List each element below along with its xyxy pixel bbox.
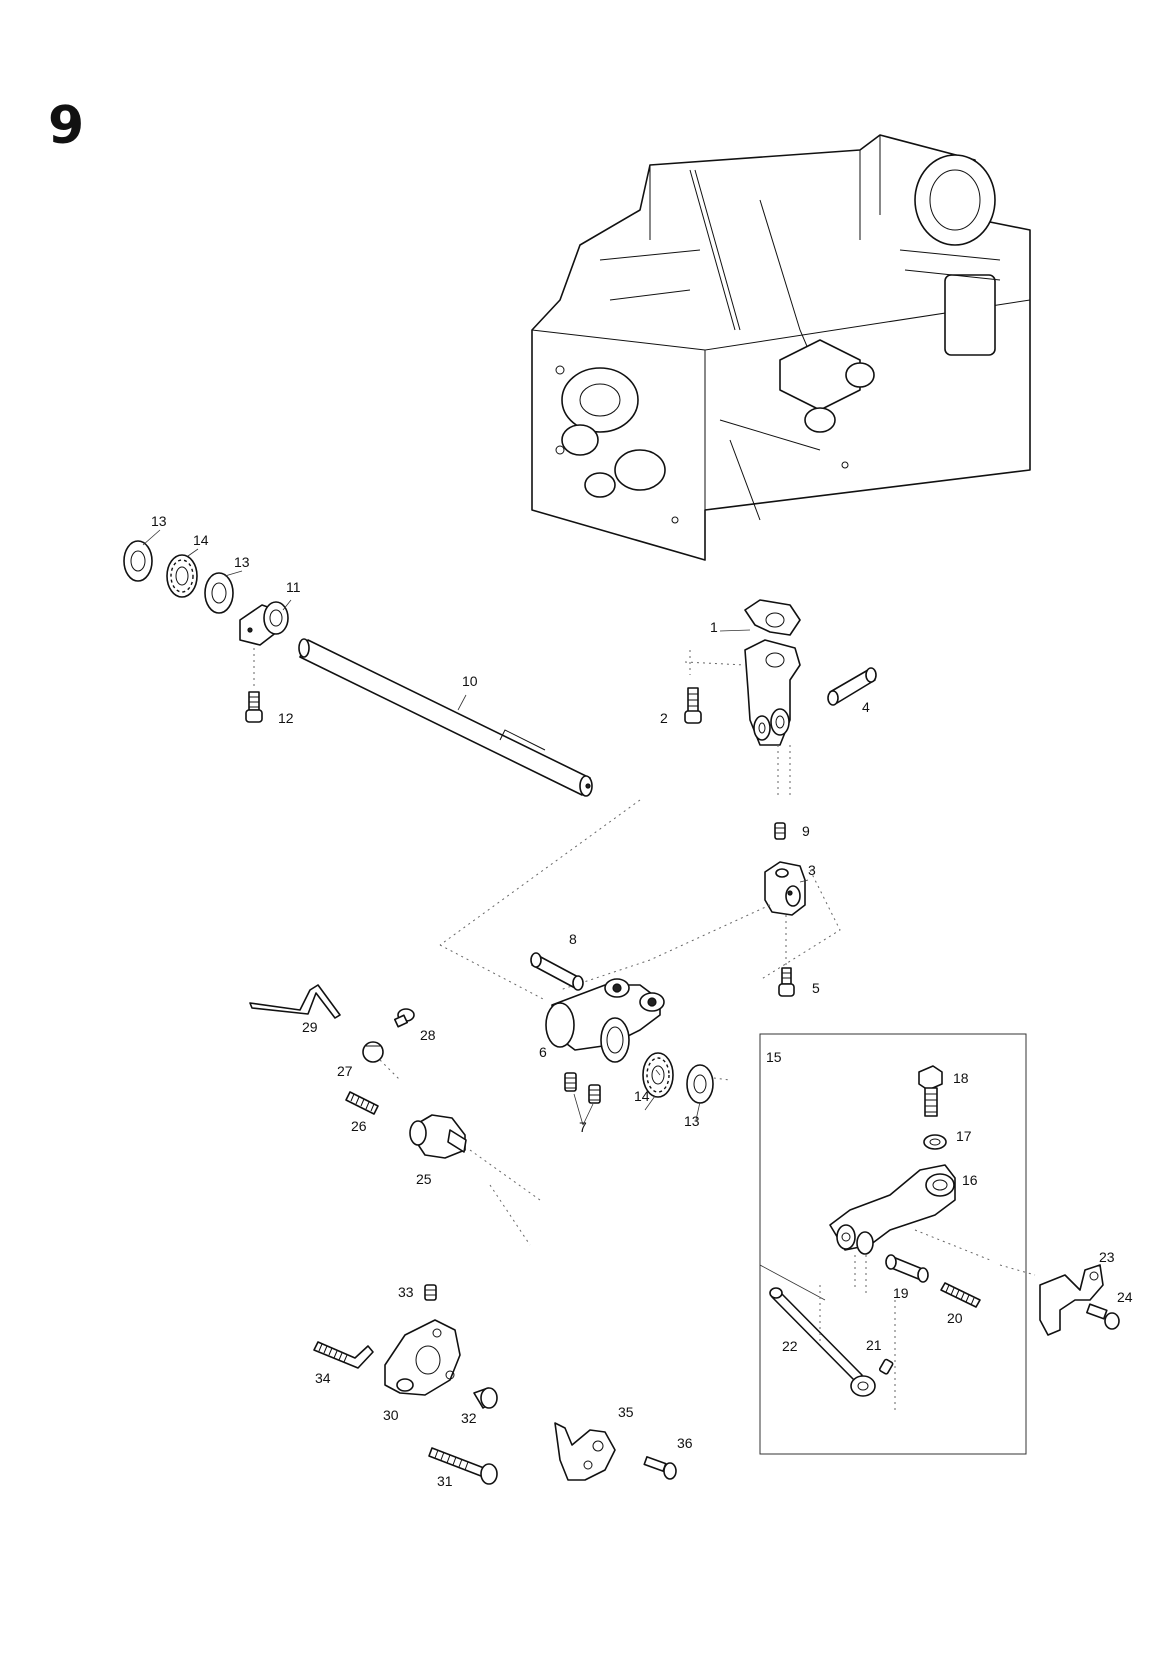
set-screw-9 [774, 822, 786, 840]
pin-8 [530, 952, 584, 991]
label-21: 21 [866, 1337, 882, 1353]
page-number: 9 [48, 96, 85, 156]
label-13c: 13 [684, 1113, 700, 1129]
screw-5 [778, 967, 795, 997]
label-19: 19 [893, 1285, 909, 1301]
screw-12 [245, 691, 263, 723]
label-3: 3 [808, 862, 816, 878]
label-30: 30 [383, 1407, 399, 1423]
washer-13a [123, 540, 153, 582]
label-17: 17 [956, 1128, 972, 1144]
subassembly-box-15 [759, 1033, 1027, 1455]
spring-34 [313, 1341, 374, 1369]
collar-11 [239, 601, 289, 646]
washer-13c [686, 1064, 714, 1104]
label-14a: 14 [193, 532, 209, 548]
shaft-10 [298, 638, 593, 797]
label-29: 29 [302, 1019, 318, 1035]
label-9: 9 [802, 823, 810, 839]
link-rod-22 [769, 1287, 876, 1397]
set-screws-7 [564, 1072, 601, 1104]
label-12: 12 [278, 710, 294, 726]
label-11: 11 [286, 579, 301, 595]
bracket-35 [554, 1422, 616, 1481]
clamp-arm-1 [744, 599, 801, 746]
part-labels: 1 2 3 4 5 6 7 8 9 10 11 12 13 13 13 14 1… [151, 513, 1133, 1489]
machine-overview-illustration [531, 134, 1031, 561]
label-36: 36 [677, 1435, 693, 1451]
label-4: 4 [862, 699, 870, 715]
rocker-arm-6 [545, 978, 665, 1063]
label-15: 15 [766, 1049, 782, 1065]
screw-2 [684, 687, 702, 724]
screw-36 [643, 1456, 677, 1480]
label-8: 8 [569, 931, 577, 947]
wire-lever-29 [249, 984, 341, 1019]
label-5: 5 [812, 980, 820, 996]
label-34: 34 [315, 1370, 331, 1386]
spring-20 [940, 1282, 981, 1308]
label-1: 1 [710, 619, 718, 635]
label-2: 2 [660, 710, 668, 726]
label-22: 22 [782, 1338, 798, 1354]
label-18: 18 [953, 1070, 969, 1086]
label-35: 35 [618, 1404, 634, 1420]
screw-24 [1086, 1303, 1120, 1330]
screw-31 [428, 1447, 498, 1485]
pin-4 [827, 667, 877, 706]
bracket-23 [1039, 1264, 1104, 1336]
pivot-block-25 [409, 1114, 467, 1159]
set-screw-33 [424, 1284, 437, 1301]
bolt-18 [918, 1065, 943, 1117]
pin-32 [473, 1387, 498, 1409]
screw-28 [393, 1008, 415, 1028]
label-32: 32 [461, 1410, 477, 1426]
thrust-bearing-14b [642, 1052, 674, 1098]
washer-13b [204, 572, 234, 614]
label-20: 20 [947, 1310, 963, 1326]
ball-knob-27 [362, 1041, 384, 1063]
arm-16 [829, 1164, 956, 1255]
label-13b: 13 [234, 554, 250, 570]
label-28: 28 [420, 1027, 436, 1043]
label-33: 33 [398, 1284, 414, 1300]
label-7: 7 [579, 1119, 587, 1135]
washer-17 [923, 1134, 947, 1150]
spring-26 [345, 1091, 379, 1115]
pin-19 [885, 1254, 929, 1283]
label-6: 6 [539, 1044, 547, 1060]
set-screw-21 [878, 1358, 894, 1375]
label-26: 26 [351, 1118, 367, 1134]
label-10: 10 [462, 673, 478, 689]
label-31: 31 [437, 1473, 453, 1489]
block-3 [764, 861, 806, 916]
label-27: 27 [337, 1063, 353, 1079]
label-23: 23 [1099, 1249, 1115, 1265]
label-25: 25 [416, 1171, 432, 1187]
label-16: 16 [962, 1172, 978, 1188]
thrust-bearing-14a [166, 554, 198, 598]
label-24: 24 [1117, 1289, 1133, 1305]
label-14b: 14 [634, 1088, 650, 1104]
label-13a: 13 [151, 513, 167, 529]
cam-block-30 [384, 1319, 461, 1396]
